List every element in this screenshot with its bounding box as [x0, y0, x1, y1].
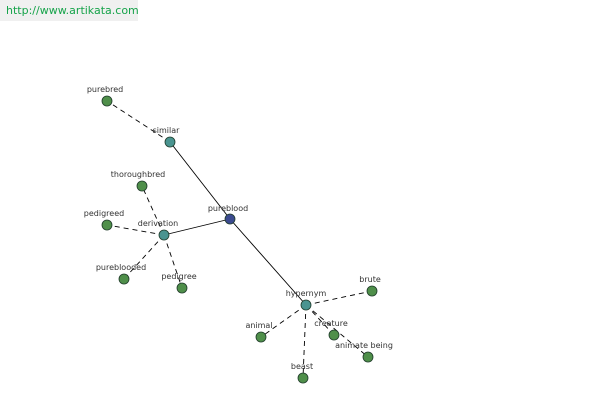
- edge-hypernym-creature: [305, 304, 335, 336]
- node-label-pedigreed[interactable]: pedigreed: [84, 209, 124, 218]
- node-label-pureblooded[interactable]: pureblooded: [96, 263, 146, 272]
- edge-pureblood-hypernym: [229, 218, 307, 306]
- node-label-thoroughbred[interactable]: thoroughbred: [111, 170, 166, 179]
- node-label-beast[interactable]: beast: [291, 362, 313, 371]
- node-label-brute[interactable]: brute: [359, 275, 381, 284]
- edge-derivation-pedigreed: [106, 224, 165, 236]
- node-label-animal[interactable]: animal: [245, 321, 272, 330]
- node-pedigreed[interactable]: [101, 219, 113, 231]
- node-hypernym[interactable]: [300, 299, 312, 311]
- node-label-hypernym[interactable]: hypernym: [286, 289, 327, 298]
- node-derivation[interactable]: [158, 229, 170, 241]
- edge-hypernym-animal: [260, 304, 307, 338]
- url-bar: http://www.artikata.com: [0, 0, 139, 21]
- labels-layer: pureblood similar derivation hypernym purebr…: [84, 85, 393, 371]
- node-pureblooded[interactable]: [118, 273, 130, 285]
- node-creature[interactable]: [328, 329, 340, 341]
- node-animal[interactable]: [255, 331, 267, 343]
- edge-similar-purebred: [106, 100, 171, 143]
- node-purebred[interactable]: [101, 95, 113, 107]
- edge-pureblood-similar: [169, 141, 231, 220]
- node-label-pureblood[interactable]: pureblood: [208, 204, 248, 213]
- node-label-animate-being[interactable]: animate being: [335, 341, 393, 350]
- node-label-purebred[interactable]: purebred: [87, 85, 123, 94]
- nodes-layer: [101, 95, 378, 384]
- edge-hypernym-beast: [302, 304, 307, 379]
- node-brute[interactable]: [366, 285, 378, 297]
- node-label-similar[interactable]: similar: [153, 126, 181, 135]
- node-animate-being[interactable]: [362, 351, 374, 363]
- node-beast[interactable]: [297, 372, 309, 384]
- edge-derivation-pedigree: [163, 234, 183, 289]
- edge-pureblood-derivation: [163, 218, 231, 236]
- site-url-link[interactable]: http://www.artikata.com: [6, 4, 139, 17]
- edge-derivation-pureblooded: [123, 234, 165, 280]
- node-pureblood[interactable]: [224, 213, 236, 225]
- node-label-pedigree[interactable]: pedigree: [161, 272, 196, 281]
- edge-hypernym-brute: [305, 290, 373, 306]
- node-pedigree[interactable]: [176, 282, 188, 294]
- node-thoroughbred[interactable]: [136, 180, 148, 192]
- node-similar[interactable]: [164, 136, 176, 148]
- node-label-derivation[interactable]: derivation: [138, 219, 178, 228]
- node-label-creature[interactable]: creature: [314, 319, 348, 328]
